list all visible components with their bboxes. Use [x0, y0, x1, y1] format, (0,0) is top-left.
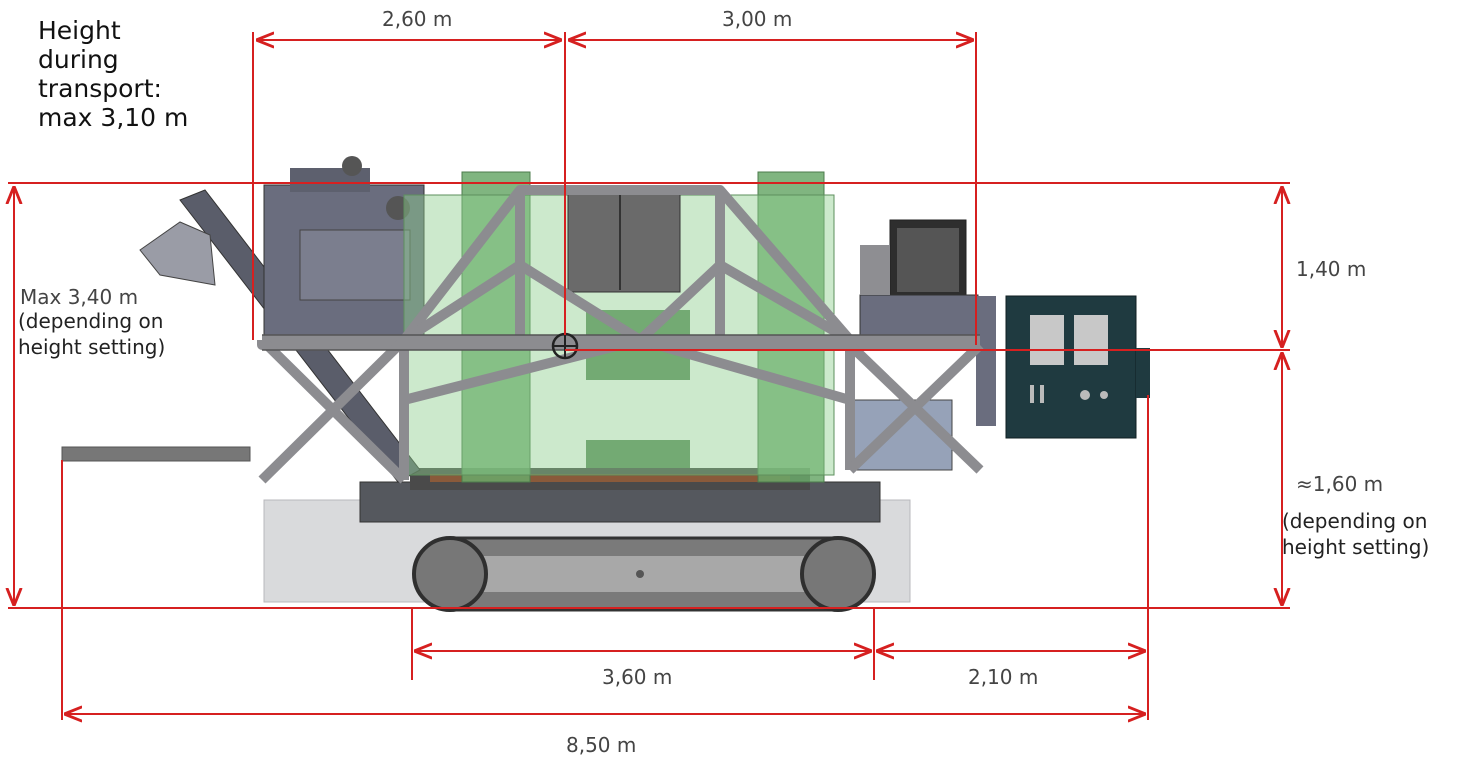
lower-height-note: (depending on height setting)	[1282, 508, 1429, 560]
label-2-10: 2,10 m	[968, 665, 1038, 689]
max-note-line-2: height setting)	[18, 335, 166, 359]
control-box	[1005, 295, 1137, 439]
center-cabinet	[567, 187, 681, 293]
label-8-50: 8,50 m	[566, 733, 636, 757]
max-height-note: (depending on height setting)	[18, 282, 165, 360]
front-wheel	[412, 536, 488, 612]
ground-rail	[61, 446, 251, 462]
label-1-60: ≈1,60 m	[1296, 472, 1383, 496]
green-tank-right	[757, 171, 825, 483]
transport-line-3: transport:	[38, 74, 162, 103]
label-max-height: Max 3,40 m	[20, 285, 138, 309]
machine-illustration	[61, 156, 1150, 612]
max-note-line-1: (depending on	[18, 309, 164, 333]
label-3-60: 3,60 m	[602, 665, 672, 689]
right-note-line-2: height setting)	[1282, 535, 1430, 559]
center-of-gravity-symbol	[551, 332, 579, 360]
transport-line-2: during	[38, 45, 119, 74]
right-note-line-1: (depending on	[1282, 509, 1428, 533]
transport-line-1: Height	[38, 16, 121, 45]
label-1-40: 1,40 m	[1296, 257, 1366, 281]
transport-line-4: max 3,10 m	[38, 103, 189, 132]
transport-height-note: Height during transport: max 3,10 m	[38, 16, 188, 132]
truss-frame	[257, 185, 984, 484]
dimension-lines	[8, 32, 1290, 720]
label-3-00: 3,00 m	[722, 7, 792, 31]
label-2-60: 2,60 m	[382, 7, 452, 31]
rear-wheel	[800, 536, 876, 612]
